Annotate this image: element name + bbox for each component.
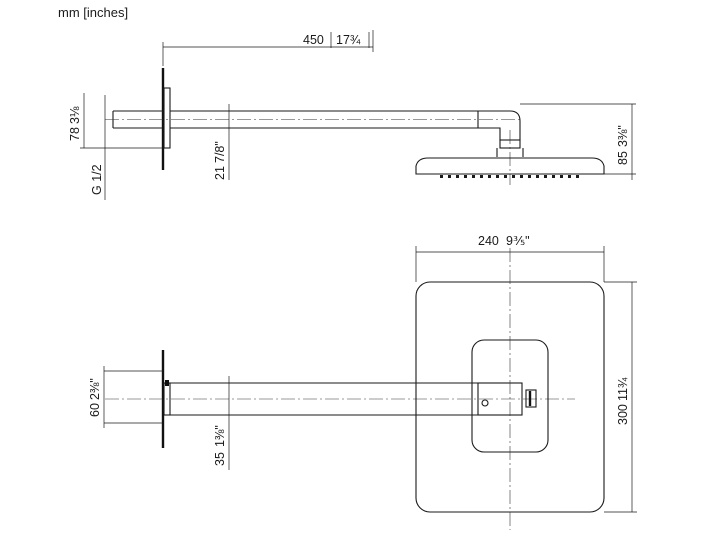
dim-240-label: 240: [478, 234, 499, 248]
dim-thread-label: G 1/2: [90, 164, 104, 195]
nozzle: [552, 175, 555, 178]
nozzle: [512, 175, 515, 178]
nozzle: [504, 175, 507, 178]
plan-arm-end: [477, 382, 523, 416]
nozzle: [480, 175, 483, 178]
nozzle: [568, 175, 571, 178]
nozzle: [536, 175, 539, 178]
dim-35-label: 35: [213, 452, 227, 466]
dim-60-label: 60: [88, 403, 102, 417]
dim-450-inch: 17¾: [336, 33, 361, 47]
dim-78-label: 78: [68, 127, 82, 141]
dim-60-inch: 2⅜": [88, 378, 102, 400]
nozzle: [456, 175, 459, 178]
nozzle: [472, 175, 475, 178]
nozzle: [560, 175, 563, 178]
dim-21-inch: 7/8": [213, 141, 227, 163]
arm-elbow: [477, 110, 521, 141]
plan-view: 240 9⅗" 300 11¾ 60 2⅜" 35 1⅜": [88, 234, 637, 530]
units-label: mm [inches]: [58, 5, 129, 20]
rosette-side: [163, 87, 171, 149]
set-screw: [481, 399, 489, 407]
dim-450-label: 450: [303, 33, 324, 47]
dim-21-label: 21: [213, 166, 227, 180]
nozzle: [440, 175, 443, 178]
nozzle: [520, 175, 523, 178]
dim-300-inch: 11¾: [616, 377, 630, 401]
dim-85-label: 85: [616, 151, 630, 165]
nozzle: [464, 175, 467, 178]
dim-78-inch: 3⅛: [68, 106, 82, 124]
nozzle: [488, 175, 491, 178]
nozzle-row: [440, 175, 579, 178]
dim-85-inch: 3⅜": [616, 125, 630, 147]
nozzle: [528, 175, 531, 178]
nozzle: [544, 175, 547, 178]
dim-240-inch: 9⅗": [506, 234, 530, 248]
side-view: 450 17¾ 78 3⅛ G 1/2 21 7/8" 85 3⅜": [68, 30, 636, 200]
rosette-marker: [165, 380, 169, 386]
joint-plan: [525, 389, 537, 408]
dim-300-label: 300: [616, 404, 630, 425]
dim-35-inch: 1⅜": [213, 425, 227, 447]
nozzle: [576, 175, 579, 178]
nozzle: [496, 175, 499, 178]
nozzle: [448, 175, 451, 178]
shower-head-side: [415, 157, 605, 175]
